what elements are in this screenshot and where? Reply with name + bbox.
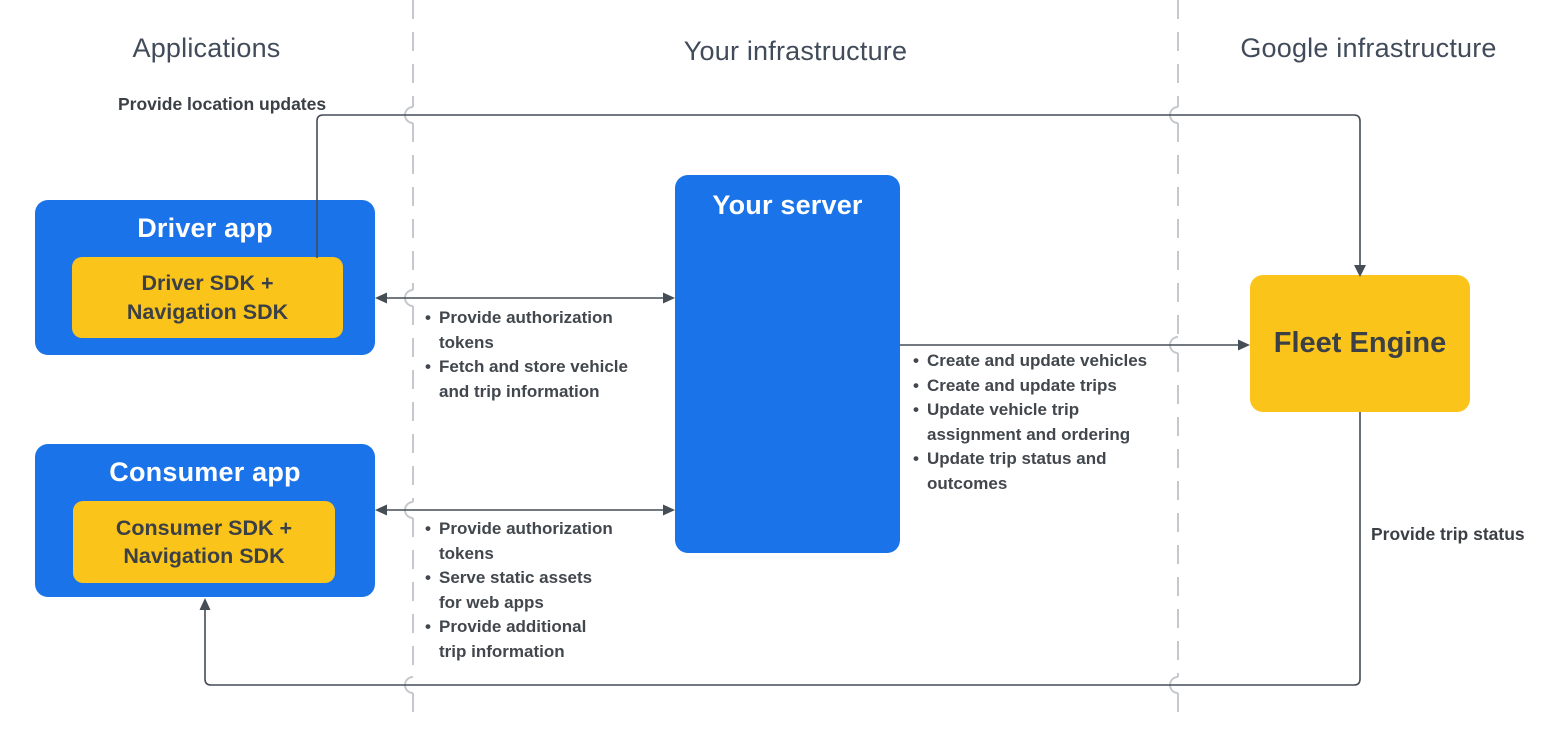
list-item: Provide authorization tokens [425, 306, 657, 355]
divider-hop [404, 501, 414, 519]
divider-hop [404, 289, 414, 307]
list-item: Serve static assets for web apps [425, 566, 657, 615]
edge-label-provide-location-updates: Provide location updates [118, 94, 327, 114]
node-consumer-sdk: Consumer SDK + Navigation SDK [73, 501, 335, 583]
node-fleet-engine: Fleet Engine [1250, 275, 1470, 412]
node-your-server: Your server [675, 175, 900, 553]
list-item: Update vehicle trip assignment and order… [913, 398, 1175, 447]
node-consumer-app-title: Consumer app [109, 457, 301, 487]
column-header-your-infrastructure: Your infrastructure [683, 36, 908, 66]
node-driver-app: Driver app Driver SDK + Navigation SDK [35, 200, 375, 355]
list-item: Provide additional trip information [425, 615, 657, 664]
divider-hop [1169, 106, 1179, 124]
node-driver-sdk: Driver SDK + Navigation SDK [72, 257, 343, 338]
arrowhead-trip-status [199, 598, 211, 610]
arrowhead-server-fleet [1238, 339, 1250, 351]
divider-hop [404, 676, 414, 694]
divider-hop [1169, 676, 1179, 694]
arrowhead-consumer-right [663, 504, 675, 516]
divider-hop [404, 106, 414, 124]
list-item: Fetch and store vehicle and trip informa… [425, 355, 657, 404]
column-header-google-infrastructure: Google infrastructure [1240, 33, 1497, 63]
node-driver-app-title: Driver app [137, 213, 273, 243]
list-item: Update trip status and outcomes [913, 447, 1175, 496]
list-item: Provide authorization tokens [425, 517, 657, 566]
bullet-list-driver-server: Provide authorization tokens Fetch and s… [425, 306, 657, 404]
edge-label-provide-trip-status: Provide trip status [1371, 524, 1525, 544]
list-item: Create and update trips [913, 374, 1175, 399]
node-your-server-title: Your server [712, 190, 863, 220]
arrowhead-driver-left [375, 292, 387, 304]
column-header-applications: Applications [132, 33, 281, 63]
bullet-list-consumer-server: Provide authorization tokens Serve stati… [425, 517, 657, 664]
divider-applications-infrastructure [404, 0, 414, 716]
bullet-list-server-fleet: Create and update vehicles Create and up… [913, 349, 1175, 496]
list-item: Create and update vehicles [913, 349, 1175, 374]
arrowhead-consumer-left [375, 504, 387, 516]
arrowhead-driver-right [663, 292, 675, 304]
node-consumer-app: Consumer app Consumer SDK + Navigation S… [35, 444, 375, 597]
